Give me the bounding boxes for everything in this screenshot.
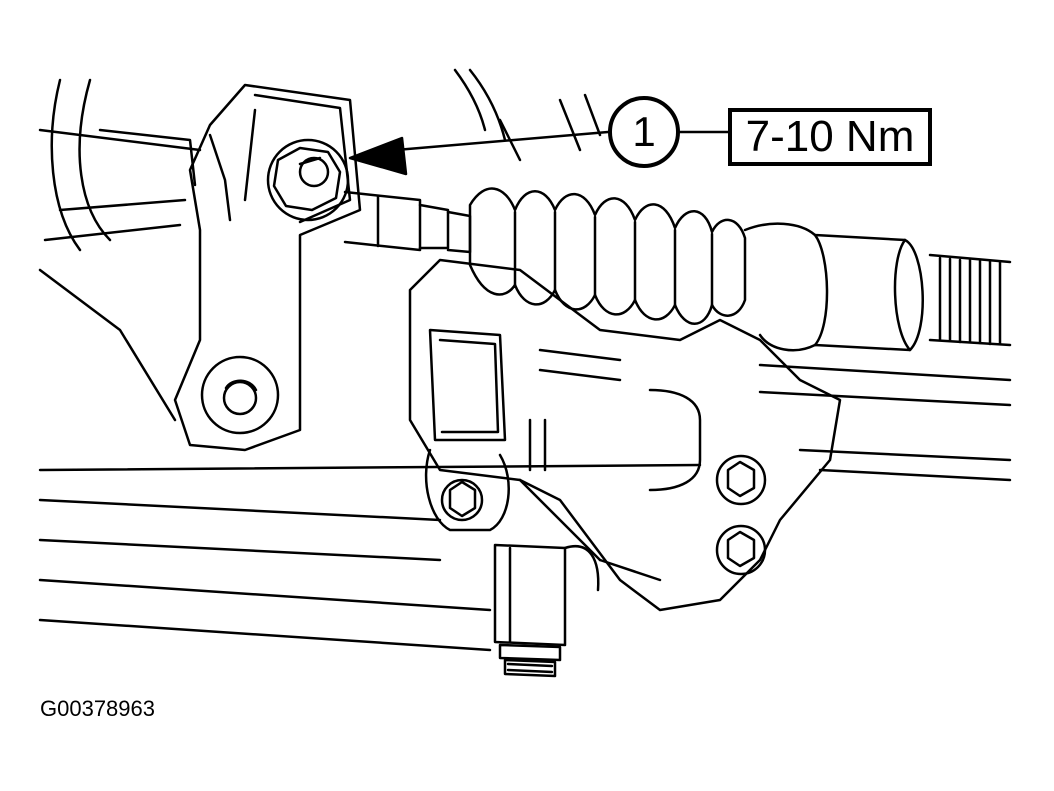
torque-spec-label: 7-10 Nm bbox=[728, 108, 932, 166]
cable-boot bbox=[468, 187, 747, 325]
cable-sleeve bbox=[743, 222, 1012, 352]
transmission-housing bbox=[38, 68, 1012, 652]
pointer-arrow-icon bbox=[348, 136, 408, 176]
cable-end-rod bbox=[343, 190, 472, 254]
figure-id: G00378963 bbox=[40, 696, 155, 721]
mounting-bracket bbox=[173, 83, 362, 452]
shift-shaft bbox=[493, 543, 600, 678]
mounting-bolt bbox=[266, 138, 350, 222]
support-bracket bbox=[408, 258, 842, 612]
callout-leader bbox=[348, 130, 730, 176]
callout-number: 1 bbox=[608, 96, 680, 168]
